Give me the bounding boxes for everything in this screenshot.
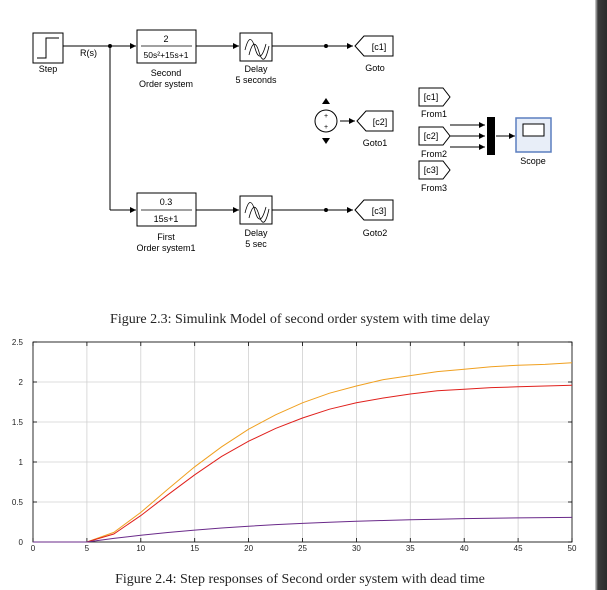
from1-label: From1 bbox=[421, 109, 447, 119]
x-tick-label: 0 bbox=[31, 544, 36, 553]
first-order-denominator: 15s+1 bbox=[154, 214, 179, 224]
sum-plus-icon-2: + bbox=[324, 124, 328, 131]
sum-plus-icon: + bbox=[324, 113, 328, 120]
from1-tag: [c1] bbox=[424, 92, 439, 102]
goto2-tag: [c3] bbox=[372, 206, 387, 216]
second-order-label-2: Order system bbox=[139, 79, 193, 89]
window-edge bbox=[595, 0, 607, 590]
x-tick-label: 20 bbox=[244, 544, 253, 553]
first-order-label-2: Order system1 bbox=[136, 243, 195, 253]
mux-block[interactable] bbox=[487, 117, 495, 155]
first-order-block[interactable]: 0.3 15s+1 First Order system1 bbox=[136, 192, 197, 253]
goto1-label: Goto1 bbox=[363, 138, 388, 148]
y-tick-label: 2.5 bbox=[12, 338, 24, 347]
signal-label: R(s) bbox=[80, 48, 97, 58]
x-tick-label: 35 bbox=[406, 544, 415, 553]
second-order-numerator: 2 bbox=[163, 34, 168, 44]
plot-frame bbox=[32, 341, 573, 543]
x-tick-label: 25 bbox=[298, 544, 307, 553]
series-layer bbox=[33, 362, 573, 543]
x-tick-label: 15 bbox=[190, 544, 199, 553]
first-order-numerator: 0.3 bbox=[160, 197, 173, 207]
goto2-block[interactable]: [c3] Goto2 bbox=[354, 199, 394, 238]
x-tick-label: 50 bbox=[568, 544, 577, 553]
delay-2-label-1: Delay bbox=[244, 228, 268, 238]
delay-1-label-2: 5 seconds bbox=[235, 75, 277, 85]
from3-block[interactable]: [c3] From3 bbox=[418, 160, 451, 193]
step-block[interactable]: Step bbox=[32, 32, 64, 74]
first-order-label-1: First bbox=[157, 232, 175, 242]
wires bbox=[63, 43, 515, 213]
figure-2-4-caption: Figure 2.4: Step responses of Second ord… bbox=[115, 572, 485, 587]
x-tick-label: 45 bbox=[514, 544, 523, 553]
x-tick-label: 5 bbox=[85, 544, 90, 553]
goto1-tag: [c2] bbox=[373, 117, 388, 127]
from1-block[interactable]: [c1] From1 bbox=[418, 87, 451, 119]
x-tick-label: 10 bbox=[136, 544, 145, 553]
goto-block[interactable]: [c1] Goto bbox=[354, 35, 394, 73]
grid bbox=[32, 341, 573, 543]
second-order-denominator: 50s²+15s+1 bbox=[144, 50, 189, 60]
from3-tag: [c3] bbox=[424, 165, 439, 175]
goto-label: Goto bbox=[365, 63, 385, 73]
from2-label: From2 bbox=[421, 149, 447, 159]
y-tick-label: 1.5 bbox=[12, 418, 24, 427]
second-order-block[interactable]: 2 50s²+15s+1 Second Order system bbox=[136, 29, 197, 89]
scope-label: Scope bbox=[520, 156, 546, 166]
x-tick-label: 30 bbox=[352, 544, 361, 553]
delay-block-1[interactable]: Delay 5 seconds bbox=[235, 32, 277, 85]
second-order-label-1: Second bbox=[151, 68, 182, 78]
goto-tag: [c1] bbox=[372, 42, 387, 52]
sum-block[interactable]: + + bbox=[314, 98, 338, 144]
scope-block[interactable]: Scope bbox=[515, 117, 552, 166]
delay-2-label-2: 5 sec bbox=[245, 239, 267, 249]
from2-tag: [c2] bbox=[424, 131, 439, 141]
y-tick-label: 1 bbox=[19, 458, 24, 467]
series-line-2 bbox=[33, 384, 573, 543]
y-tick-label: 2 bbox=[19, 378, 24, 387]
from2-block[interactable]: [c2] From2 bbox=[418, 126, 451, 159]
y-tick-label: 0 bbox=[19, 538, 24, 547]
delay-block-2[interactable]: Delay 5 sec bbox=[239, 195, 273, 249]
goto1-block[interactable]: [c2] Goto1 bbox=[356, 110, 394, 148]
step-label: Step bbox=[39, 64, 58, 74]
step-response-chart: 0 5 10 15 20 25 30 35 40 45 50 0 0.5 1 1.5 2 2.5 bbox=[12, 338, 577, 553]
delay-1-label-1: Delay bbox=[244, 64, 268, 74]
x-tick-label: 40 bbox=[460, 544, 469, 553]
series-line-3 bbox=[33, 516, 573, 543]
tick-labels: 0 5 10 15 20 25 30 35 40 45 50 0 0.5 1 1.5 2 2.5 bbox=[12, 338, 577, 553]
figure-2-3-caption: Figure 2.3: Simulink Model of second ord… bbox=[110, 312, 490, 327]
simulink-diagram: Step R(s) 2 50s²+15s+1 Second Order syst… bbox=[32, 29, 552, 253]
series-line-1 bbox=[33, 362, 573, 543]
goto2-label: Goto2 bbox=[363, 228, 388, 238]
from3-label: From3 bbox=[421, 183, 447, 193]
y-tick-label: 0.5 bbox=[12, 498, 24, 507]
